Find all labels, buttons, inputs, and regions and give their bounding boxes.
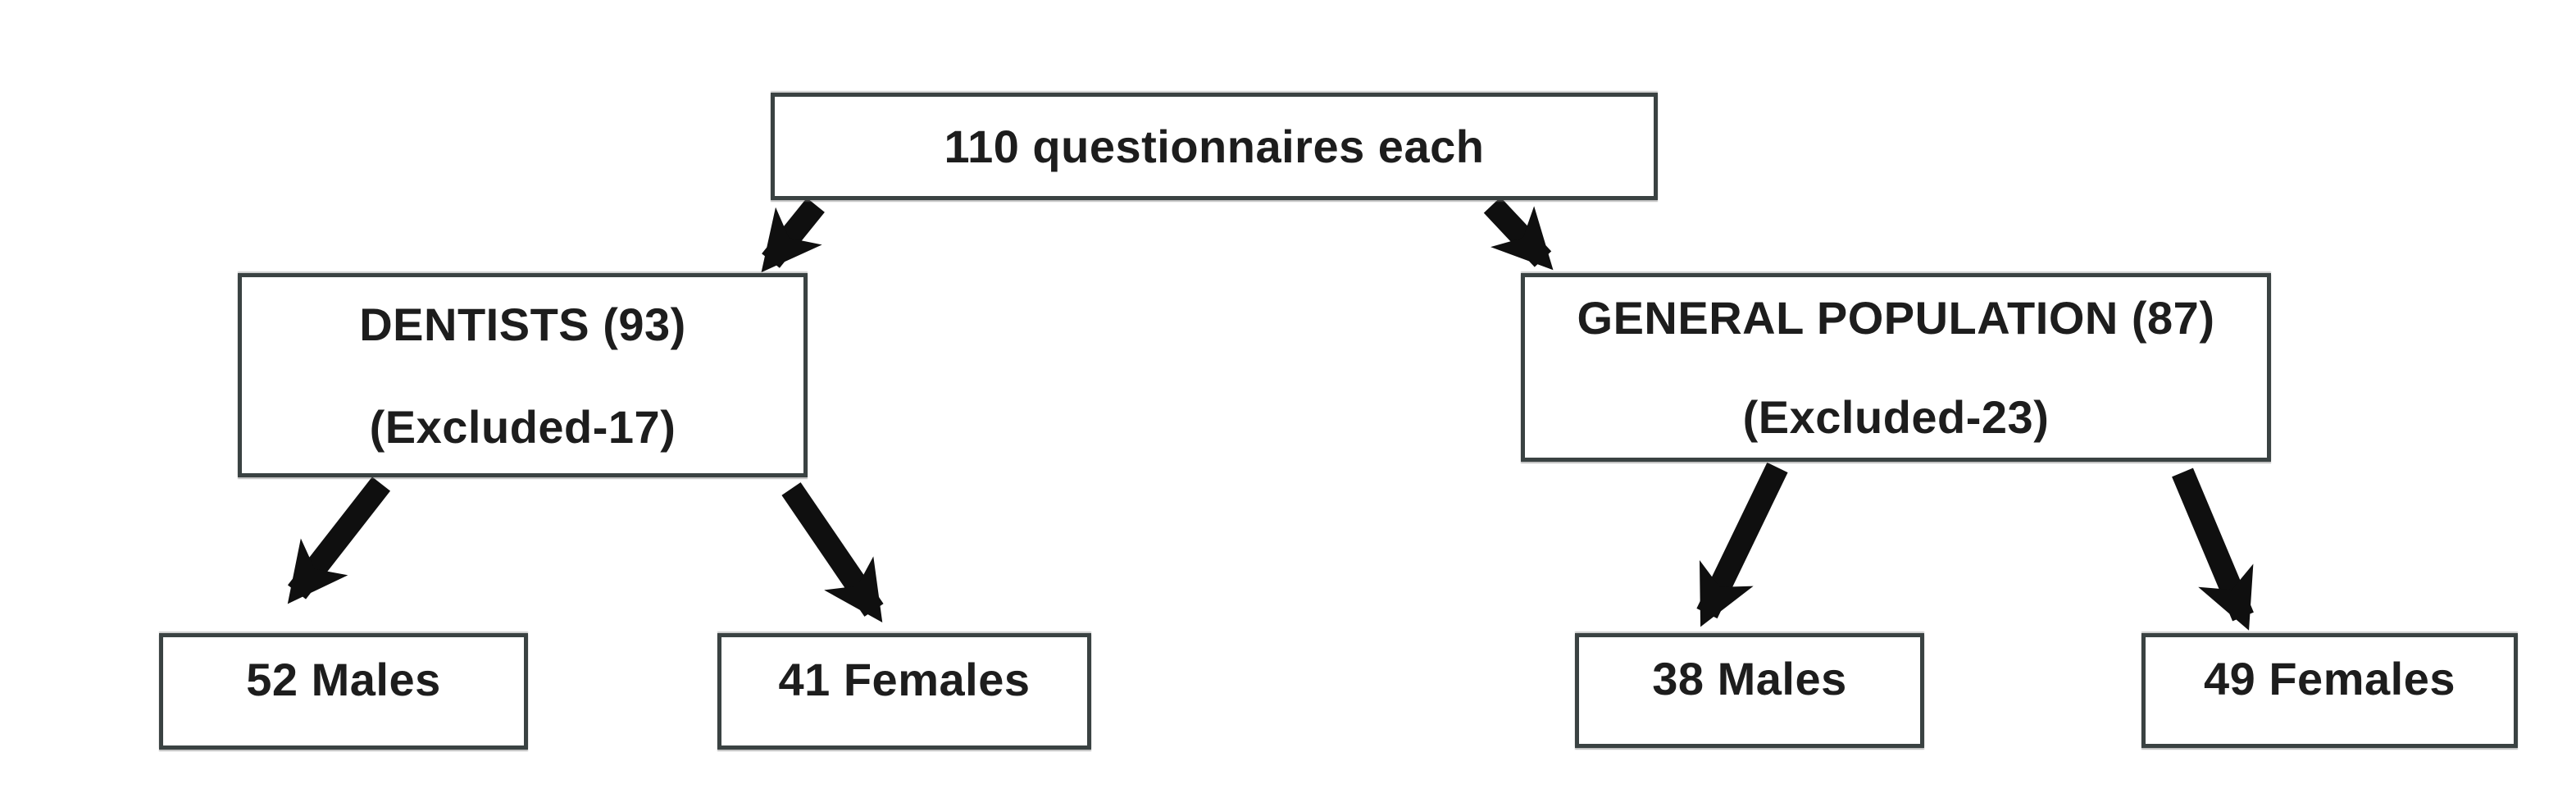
node-label: 110 questionnaires each — [944, 121, 1485, 172]
node-title: GENERAL POPULATION (87) — [1577, 292, 2215, 344]
node-general-population: GENERAL POPULATION (87) (Excluded-23) — [1521, 273, 2271, 462]
arrow-root-to-general-population — [1483, 197, 1554, 271]
arrow-dentists-to-females — [781, 482, 884, 623]
node-excluded-note: (Excluded-23) — [1742, 391, 2050, 443]
arrow-general-population-to-females — [2172, 467, 2254, 631]
arrow-general-population-to-males — [1696, 462, 1788, 627]
arrow-dentists-to-males — [287, 476, 391, 604]
node-label: 38 Males — [1652, 652, 1847, 704]
node-questionnaires-total: 110 questionnaires each — [771, 93, 1658, 200]
node-label: 49 Females — [2204, 652, 2455, 704]
node-label: 41 Females — [778, 653, 1031, 705]
node-dentists-females: 41 Females — [717, 633, 1091, 750]
node-dentists: DENTISTS (93) (Excluded-17) — [238, 273, 808, 477]
node-general-population-males: 38 Males — [1575, 633, 1924, 748]
arrow-root-to-dentists — [761, 198, 825, 273]
node-excluded-note: (Excluded-17) — [369, 400, 676, 453]
node-title: DENTISTS (93) — [359, 298, 686, 350]
node-label: 52 Males — [246, 653, 441, 705]
node-dentists-males: 52 Males — [159, 633, 528, 750]
node-general-population-females: 49 Females — [2141, 633, 2518, 748]
